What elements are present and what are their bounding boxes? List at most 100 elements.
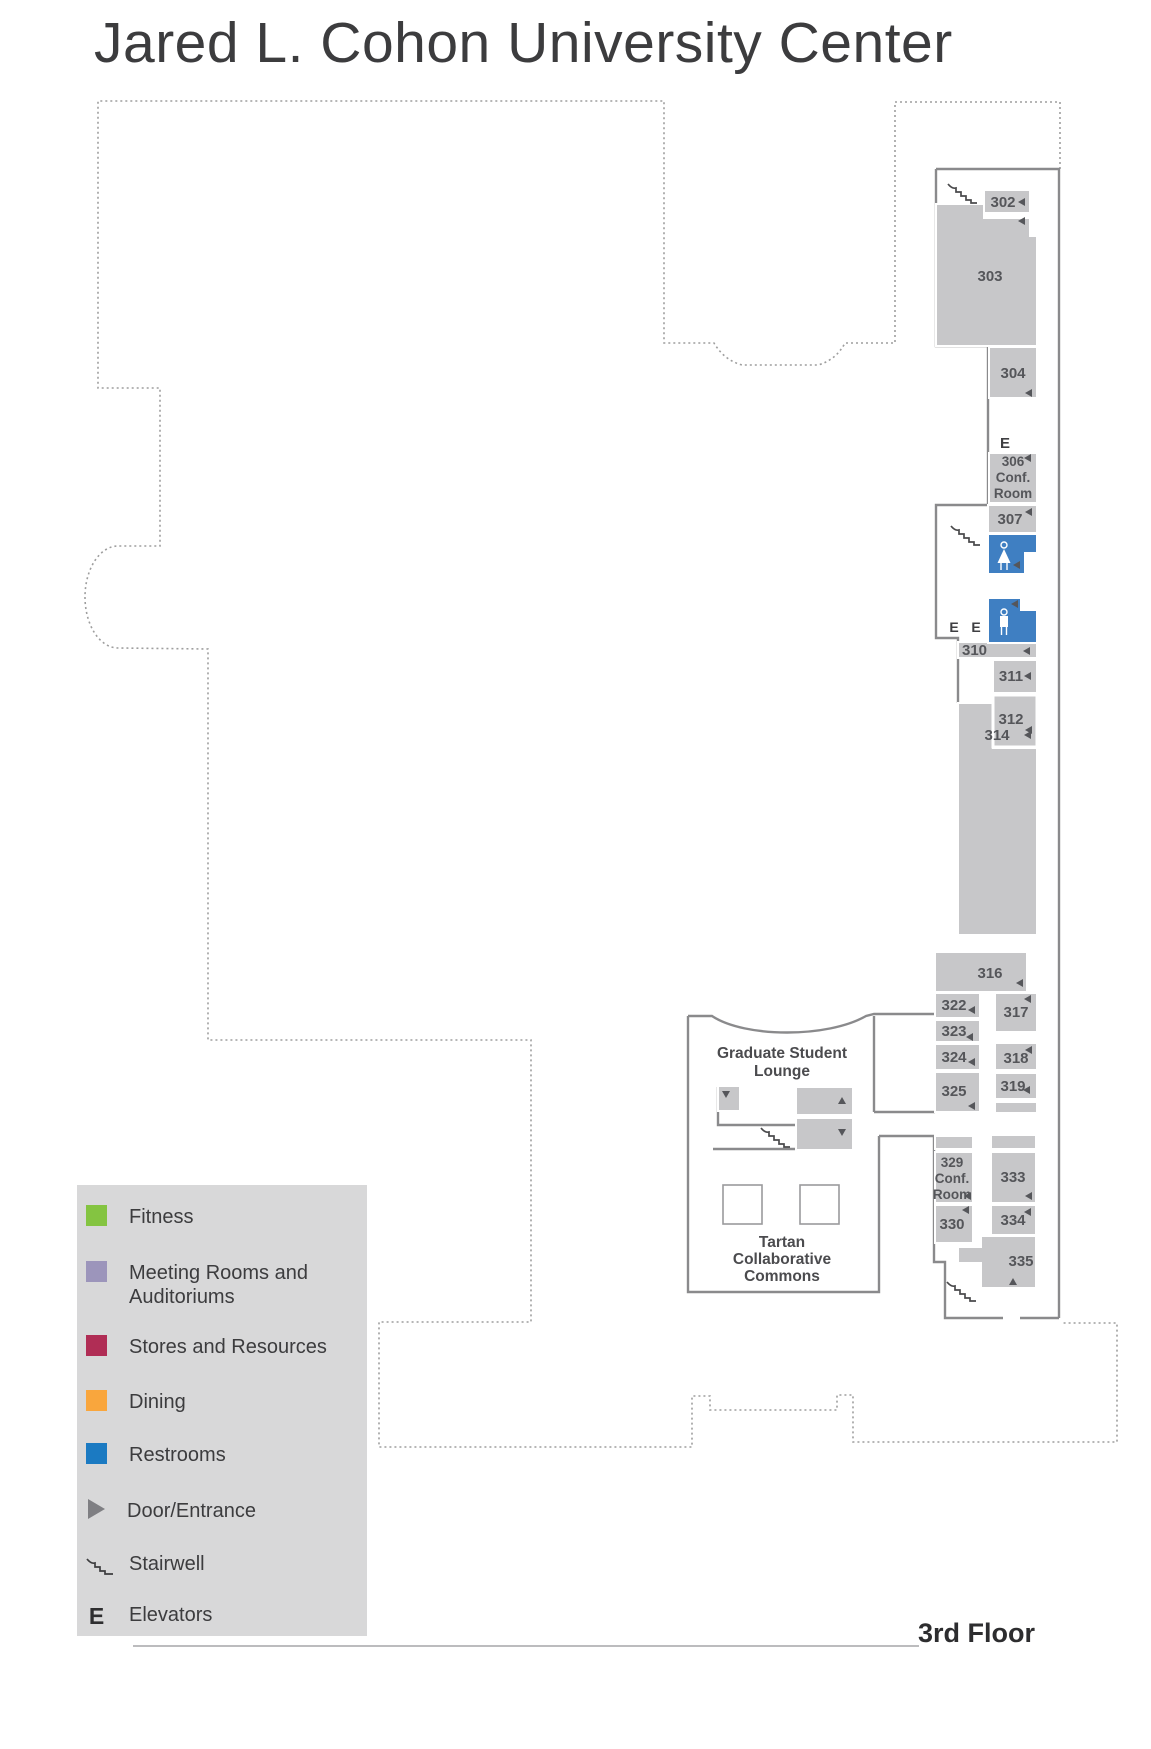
room-312 — [991, 693, 1039, 749]
room-319-annex — [994, 1101, 1038, 1114]
elevator-letter: E — [1000, 435, 1010, 452]
door-entrance-marker-up — [838, 1097, 846, 1104]
table — [722, 1184, 763, 1225]
legend-label: Meeting Rooms and Auditoriums — [129, 1262, 308, 1308]
room-324-label: 324 — [941, 1049, 967, 1066]
door-entrance-marker — [1025, 1192, 1032, 1200]
dining-swatch-icon — [86, 1390, 107, 1411]
room-333-label: 333 — [1000, 1169, 1025, 1186]
room-316-label: 316 — [977, 965, 1002, 982]
stores-swatch-icon — [86, 1335, 107, 1356]
room-306 — [988, 452, 1038, 504]
legend-item-stairwell: Stairwell — [86, 1552, 205, 1576]
lounge-box-lower — [795, 1117, 854, 1151]
room-333-annex — [990, 1134, 1037, 1150]
elevator-labels: E E E — [949, 435, 1010, 635]
elevator-letter: E — [971, 619, 980, 635]
lounge-label-2: Lounge — [754, 1063, 810, 1080]
door-entrance-marker — [1024, 672, 1031, 680]
elevator-letter: E — [949, 619, 958, 635]
elevators-legend-icon: E — [88, 1603, 105, 1629]
room-323-label: 323 — [941, 1023, 966, 1040]
door-entrance-marker — [1023, 647, 1030, 655]
room-324 — [934, 1043, 981, 1071]
room-306-label-2: Conf. — [996, 470, 1031, 485]
room-312-label: 312 — [998, 711, 1023, 728]
room-317-label: 317 — [1003, 1004, 1028, 1021]
legend: Fitness Meeting Rooms and Auditoriums St… — [77, 1185, 367, 1636]
door-entrance-marker — [964, 1192, 971, 1200]
restrooms-layer — [987, 533, 1038, 644]
commons-label-2: Collaborative — [733, 1251, 832, 1268]
stairwell-icon — [947, 183, 977, 204]
door-markers — [722, 198, 1032, 1285]
door-entrance-marker — [1016, 979, 1023, 987]
door-entrance-marker — [1018, 198, 1025, 206]
legend-label: Door/Entrance — [127, 1500, 256, 1522]
room-325-label: 325 — [941, 1083, 966, 1100]
room-302-label: 302 — [990, 194, 1015, 211]
legend-item-elevators: E Elevators — [86, 1603, 213, 1630]
page-title: Jared L. Cohon University Center — [94, 11, 953, 75]
table — [799, 1184, 840, 1225]
room-329-label-2: Conf. — [935, 1171, 970, 1186]
room-302 — [983, 189, 1031, 214]
lounge-label-1: Graduate Student — [717, 1045, 847, 1062]
legend-item-dining: Dining — [86, 1390, 186, 1414]
area-labels: Graduate Student Lounge Tartan Collabora… — [717, 1045, 847, 1285]
legend-label: Dining — [129, 1391, 186, 1413]
legend-label: Stores and Resources — [129, 1336, 327, 1358]
door-entrance-marker — [1025, 508, 1032, 516]
floor-label: 3rd Floor — [918, 1618, 1036, 1648]
legend-label: Restrooms — [129, 1444, 226, 1466]
lounge-box-upper — [795, 1086, 854, 1116]
door-entrance-marker — [966, 1033, 973, 1041]
legend-label: Elevators — [129, 1604, 213, 1626]
commons-label-1: Tartan — [759, 1234, 805, 1251]
door-entrance-marker — [1023, 1086, 1030, 1094]
stairwell-icon — [950, 525, 980, 546]
commons-tables — [722, 1184, 840, 1225]
room-304-label: 304 — [1000, 365, 1026, 382]
door-entrance-marker — [968, 1102, 975, 1110]
door-entrance-marker — [1024, 454, 1031, 462]
door-entrance-marker — [1018, 217, 1025, 225]
legend-item-stores: Stores and Resources — [86, 1335, 327, 1359]
commons-label-3: Commons — [744, 1268, 820, 1285]
legend-item-restrooms: Restrooms — [86, 1443, 226, 1467]
door-entrance-marker — [1024, 731, 1031, 739]
restrooms-swatch-icon — [86, 1443, 107, 1464]
legend-label: Fitness — [129, 1206, 194, 1228]
room-329-label-1: 329 — [941, 1155, 964, 1170]
door-entrance-marker — [968, 1006, 975, 1014]
stairwell-icon — [946, 1281, 976, 1302]
womens-restroom — [987, 533, 1038, 575]
stairwell-icon — [760, 1127, 790, 1148]
room-318 — [994, 1042, 1038, 1071]
room-319-label: 319 — [1000, 1078, 1025, 1095]
door-entrance-marker — [1011, 600, 1018, 608]
room-330-label: 330 — [939, 1216, 964, 1233]
lounge-box-small — [717, 1085, 741, 1112]
room-329-annex — [934, 1135, 974, 1150]
room-303-label: 303 — [977, 268, 1002, 285]
stairwell-legend-icon — [86, 1558, 113, 1575]
room-329-label-3: Room — [933, 1187, 971, 1202]
room-333 — [990, 1151, 1037, 1204]
room-334-label: 334 — [1000, 1212, 1026, 1229]
fitness-swatch-icon — [86, 1205, 107, 1226]
door-entrance-icon — [88, 1499, 105, 1519]
door-entrance-marker-down — [722, 1091, 730, 1098]
door-entrance-marker — [1025, 389, 1032, 397]
legend-item-door-entrance: Door/Entrance — [86, 1499, 256, 1523]
door-entrance-marker — [1024, 1208, 1031, 1216]
stairwell-icons — [760, 183, 980, 1302]
door-entrance-marker-up — [1009, 1278, 1017, 1285]
door-entrance-marker — [968, 1058, 975, 1066]
door-entrance-marker — [1013, 561, 1020, 569]
room-319 — [994, 1072, 1038, 1100]
room-318-label: 318 — [1003, 1050, 1028, 1067]
mens-restroom-icon — [1000, 608, 1008, 635]
